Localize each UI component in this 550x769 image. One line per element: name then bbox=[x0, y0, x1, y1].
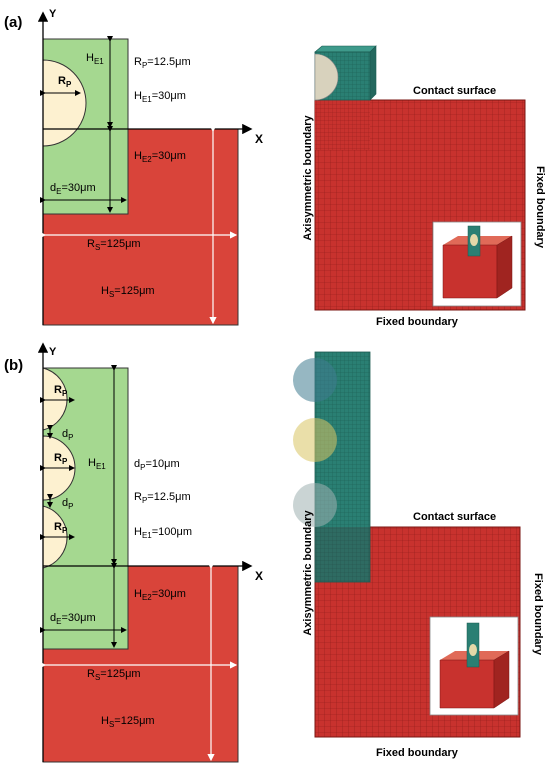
de-value-a: dE=30μm bbox=[50, 182, 96, 197]
dp-value-b: dP=10μm bbox=[134, 458, 180, 473]
dp-marker-b-1: dP bbox=[62, 428, 74, 443]
panel-a-mesh bbox=[314, 45, 526, 311]
y-axis-label-a: Y bbox=[49, 8, 57, 20]
rp-marker-b-2: RP bbox=[54, 452, 68, 467]
de-value-b: dE=30μm bbox=[50, 612, 96, 627]
axisymmetric-boundary-label-b: Axisymmetric boundary bbox=[302, 510, 314, 636]
panel-label-b: (b) bbox=[4, 357, 24, 374]
mesh-particle-a bbox=[314, 53, 339, 101]
he1-marker-b: HE1 bbox=[88, 457, 106, 472]
axisymmetric-boundary-label-a: Axisymmetric boundary bbox=[302, 115, 314, 241]
dp-marker-b-2: dP bbox=[62, 497, 74, 512]
fixed-boundary-bottom-label-a: Fixed boundary bbox=[376, 316, 458, 328]
particle-a bbox=[42, 59, 87, 147]
fixed-boundary-right-label-a: Fixed boundary bbox=[534, 166, 546, 248]
rp-value-b: RP=12.5μm bbox=[134, 491, 191, 506]
rp-marker-b-3: RP bbox=[54, 521, 68, 536]
rs-value-a: RS=125μm bbox=[87, 238, 141, 253]
panel-a-schematic bbox=[37, 11, 253, 326]
fixed-boundary-right-label-b: Fixed boundary bbox=[532, 573, 544, 655]
y-axis-label-b: Y bbox=[49, 346, 57, 358]
rp-value-a: RP=12.5μm bbox=[134, 56, 191, 71]
mesh-electrolyte-a bbox=[314, 45, 377, 53]
contact-surface-label-a: Contact surface bbox=[413, 85, 497, 97]
rp-marker-a: RP bbox=[58, 75, 72, 90]
x-axis-label-a: X bbox=[255, 132, 264, 146]
he2-value-a: HE2=30μm bbox=[134, 150, 186, 165]
he1-marker-a: HE1 bbox=[86, 52, 104, 67]
rp-marker-b-1: RP bbox=[54, 384, 68, 399]
x-axis-label-b: X bbox=[255, 569, 264, 583]
he1-value-b: HE1=100μm bbox=[134, 526, 193, 541]
panel-b-schematic bbox=[37, 342, 253, 763]
contact-surface-label-b: Contact surface bbox=[413, 511, 497, 523]
rs-value-b: RS=125μm bbox=[87, 668, 141, 683]
he1-value-a: HE1=30μm bbox=[134, 90, 186, 105]
hs-value-b: HS=125μm bbox=[101, 715, 155, 730]
hs-value-a: HS=125μm bbox=[101, 285, 155, 300]
panel-label-a: (a) bbox=[4, 14, 23, 31]
panel-b-mesh bbox=[293, 351, 521, 738]
fixed-boundary-bottom-label-b: Fixed boundary bbox=[376, 747, 458, 759]
he2-value-b: HE2=30μm bbox=[134, 588, 186, 603]
